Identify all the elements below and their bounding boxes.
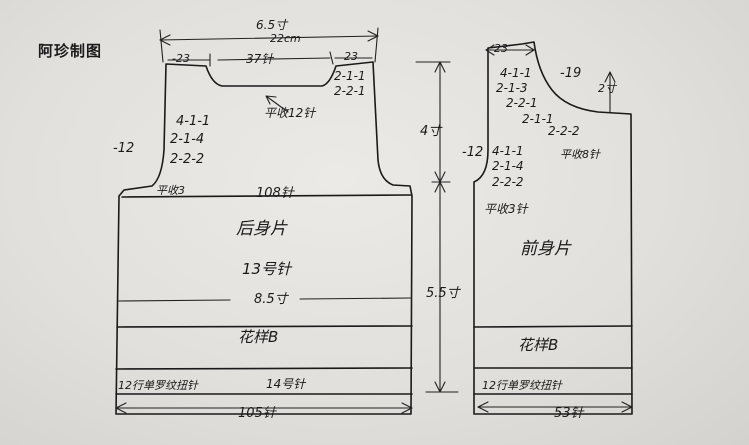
front-neck-rule-3: 2-2-1 bbox=[506, 96, 538, 110]
front-neck-rule-5: 2-2-2 bbox=[548, 124, 580, 138]
back-neck-rule-2: 2-2-1 bbox=[334, 84, 366, 98]
front-arm-flat: 平收3针 bbox=[484, 202, 528, 216]
back-armhole-height: 4寸 bbox=[420, 124, 442, 139]
back-arm-rule-2: 2-1-4 bbox=[170, 132, 205, 147]
back-lower-height: 5.5寸 bbox=[426, 286, 460, 301]
front-neck-flat: 平收8针 bbox=[560, 148, 600, 161]
diagram-title: 阿珍制图 bbox=[38, 42, 103, 60]
back-arm-side: -12 bbox=[113, 141, 135, 156]
back-arm-rule-3: 2-2-2 bbox=[170, 152, 205, 167]
front-piece-name: 前身片 bbox=[520, 239, 571, 259]
front-arm-rule-2: 2-1-4 bbox=[492, 159, 524, 173]
front-neck-rule-1: 4-1-1 bbox=[500, 66, 532, 80]
front-arm-side: -12 bbox=[462, 145, 484, 160]
back-chest-line bbox=[121, 194, 412, 198]
front-hem-stitches: 53针 bbox=[554, 406, 584, 421]
back-top-dimension bbox=[159, 35, 379, 41]
back-shoulder-right: 23 bbox=[344, 50, 358, 63]
front-neck-side: -19 bbox=[560, 66, 582, 81]
front-rib: 12行单罗纹扭针 bbox=[482, 379, 562, 392]
front-arm-rule-3: 2-2-2 bbox=[492, 175, 524, 189]
back-rib: 12行单罗纹扭针 bbox=[118, 379, 198, 392]
front-pattern-line-top bbox=[473, 325, 633, 328]
back-arm-flat: 平收3 bbox=[156, 184, 185, 197]
back-pattern-line-bottom bbox=[115, 367, 413, 370]
back-needle-size: 13号针 bbox=[242, 260, 292, 278]
front-neck-rule-2: 2-1-3 bbox=[496, 81, 528, 95]
back-piece-name: 后身片 bbox=[236, 219, 287, 239]
front-arm-rule-1: 4-1-1 bbox=[492, 144, 524, 158]
front-shoulder: 23 bbox=[494, 42, 508, 55]
back-hem-stitches: 105针 bbox=[238, 406, 276, 421]
back-needle-size-2: 14号针 bbox=[266, 377, 306, 391]
back-neck-rule-1: 2-1-1 bbox=[334, 69, 366, 83]
back-neck-center: 37针 bbox=[246, 52, 274, 66]
front-neck-height: 2寸 bbox=[598, 82, 616, 95]
front-neck-rule-4: 2-1-1 bbox=[522, 112, 554, 126]
back-piece-outline bbox=[115, 61, 413, 415]
front-pattern: 花样B bbox=[518, 336, 559, 354]
back-pattern: 花样B bbox=[238, 328, 279, 346]
back-pattern-line-top bbox=[116, 325, 413, 328]
back-top-width-cm: 22cm bbox=[270, 32, 301, 45]
back-chest-stitches: 108针 bbox=[256, 186, 294, 201]
back-shoulder-left: -23 bbox=[172, 52, 190, 65]
back-half-line bbox=[117, 299, 231, 302]
back-neck-flat: 平收12针 bbox=[264, 106, 316, 120]
back-top-width-cun: 6.5寸 bbox=[256, 18, 288, 32]
back-arm-rule-1: 4-1-1 bbox=[176, 114, 211, 129]
back-body-height: 8.5寸 bbox=[254, 292, 288, 307]
front-piece-outline bbox=[473, 41, 633, 415]
back-half-line-2 bbox=[299, 297, 412, 300]
